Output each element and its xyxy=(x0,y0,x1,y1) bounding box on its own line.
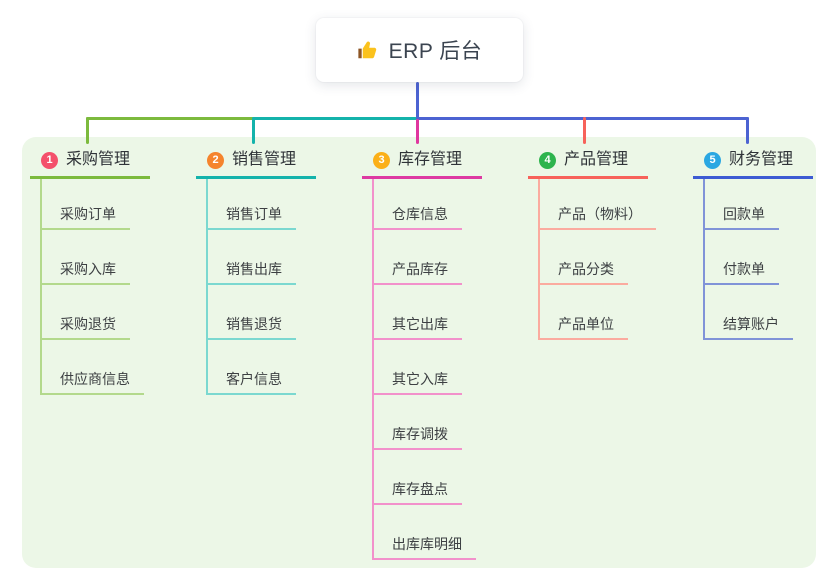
branch-title-procurement[interactable]: 1 采购管理 xyxy=(30,151,150,179)
root-node[interactable]: ERP 后台 xyxy=(316,18,523,82)
node-stock-count[interactable]: 库存盘点 xyxy=(372,481,462,505)
branch-product: 4 产品管理 产品（物料） 产品分类 产品单位 xyxy=(528,151,656,340)
node-other-inbound[interactable]: 其它入库 xyxy=(372,371,462,395)
node-purchase-return[interactable]: 采购退货 xyxy=(40,316,130,340)
badge-2: 2 xyxy=(207,151,224,169)
branch-label: 产品管理 xyxy=(564,151,629,168)
trunk-connector xyxy=(416,82,419,120)
drop-connector-finance xyxy=(746,117,749,144)
node-warehouse-info[interactable]: 仓库信息 xyxy=(372,206,462,230)
branch-subtree-line xyxy=(206,179,208,395)
branch-label: 财务管理 xyxy=(729,151,794,168)
node-product-material[interactable]: 产品（物料） xyxy=(538,206,656,230)
thumbs-up-icon xyxy=(357,39,379,61)
drop-connector-product xyxy=(583,117,586,144)
node-customer-info[interactable]: 客户信息 xyxy=(206,371,296,395)
drop-connector-sales xyxy=(252,117,255,144)
bus-segment-blue xyxy=(416,117,749,120)
node-sales-outbound[interactable]: 销售出库 xyxy=(206,261,296,285)
root-node-label: ERP 后台 xyxy=(388,40,483,63)
branch-label: 销售管理 xyxy=(232,151,297,168)
node-supplier-info[interactable]: 供应商信息 xyxy=(40,371,144,395)
branch-subtree-line xyxy=(538,179,540,340)
node-product-stock[interactable]: 产品库存 xyxy=(372,261,462,285)
branch-label: 采购管理 xyxy=(66,151,131,168)
branch-subtree-line xyxy=(40,179,42,395)
branch-subtree-line xyxy=(372,179,374,560)
branch-subtree-line xyxy=(703,179,705,340)
node-other-outbound[interactable]: 其它出库 xyxy=(372,316,462,340)
branch-title-inventory[interactable]: 3 库存管理 xyxy=(362,151,482,179)
node-outbound-detail[interactable]: 出库库明细 xyxy=(372,536,476,560)
drop-connector-inventory xyxy=(416,119,419,144)
branch-title-product[interactable]: 4 产品管理 xyxy=(528,151,648,179)
branch-sales: 2 销售管理 销售订单 销售出库 销售退货 客户信息 xyxy=(196,151,316,395)
branch-inventory: 3 库存管理 仓库信息 产品库存 其它出库 其它入库 库存调拨 库存盘点 出库库… xyxy=(362,151,482,560)
branch-label: 库存管理 xyxy=(398,151,463,168)
badge-1: 1 xyxy=(41,151,58,169)
node-product-unit[interactable]: 产品单位 xyxy=(538,316,628,340)
bus-segment-teal xyxy=(253,117,417,120)
badge-3: 3 xyxy=(373,151,390,169)
node-payment-slip[interactable]: 付款单 xyxy=(703,261,779,285)
drop-connector-procurement xyxy=(86,117,89,144)
node-product-category[interactable]: 产品分类 xyxy=(538,261,628,285)
node-stock-transfer[interactable]: 库存调拨 xyxy=(372,426,462,450)
node-sales-order[interactable]: 销售订单 xyxy=(206,206,296,230)
node-settlement-account[interactable]: 结算账户 xyxy=(703,316,793,340)
branches-panel xyxy=(22,137,816,568)
badge-4: 4 xyxy=(539,151,556,169)
node-purchase-inbound[interactable]: 采购入库 xyxy=(40,261,130,285)
node-receipt-slip[interactable]: 回款单 xyxy=(703,206,779,230)
branch-finance: 5 财务管理 回款单 付款单 结算账户 xyxy=(693,151,813,340)
bus-segment-green xyxy=(86,117,255,120)
badge-5: 5 xyxy=(704,151,721,169)
branch-title-sales[interactable]: 2 销售管理 xyxy=(196,151,316,179)
branch-title-finance[interactable]: 5 财务管理 xyxy=(693,151,813,179)
node-sales-return[interactable]: 销售退货 xyxy=(206,316,296,340)
node-purchase-order[interactable]: 采购订单 xyxy=(40,206,130,230)
branch-procurement: 1 采购管理 采购订单 采购入库 采购退货 供应商信息 xyxy=(30,151,150,395)
